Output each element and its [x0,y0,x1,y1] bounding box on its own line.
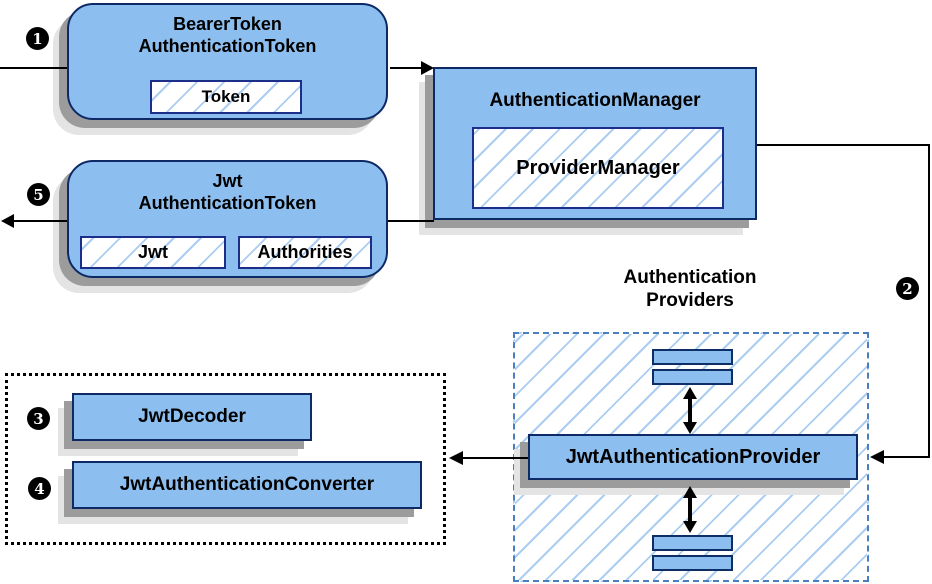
arrow-jwt-token-out [1,214,67,228]
jwt-authentication-converter-node: JwtAuthenticationConverter [72,461,422,509]
jwt-token-title-line1: Jwt [212,171,243,191]
jwt-authentication-token-node: Jwt AuthenticationToken Jwt Authorities [67,160,388,278]
jwt-token-title-line2: AuthenticationToken [138,193,317,213]
step-5-badge: 5 [27,183,50,206]
bearer-token-title-line2: AuthenticationToken [138,36,317,56]
providers-label: Authentication Providers [560,266,820,312]
authentication-manager-title: AuthenticationManager [489,90,701,111]
provider-stub-bar [652,369,733,385]
authentication-manager-node: AuthenticationManager ProviderManager [433,67,757,220]
authorities-field: Authorities [238,236,372,269]
provider-stub-bar [652,555,733,571]
token-field: Token [150,80,302,114]
jwt-authentication-provider-node: JwtAuthenticationProvider [528,434,858,480]
provider-manager-field: ProviderManager [472,127,724,209]
step-3-badge: 3 [27,407,50,430]
providers-label-line2: Providers [646,290,734,311]
bearer-token-title-line1: BearerToken [173,14,282,34]
jwt-field: Jwt [80,236,226,269]
providers-label-line1: Authentication [623,267,757,288]
step-2-badge: 2 [896,277,919,300]
bearer-token-authentication-token-node: BearerToken AuthenticationToken Token [67,3,388,120]
step-4-badge: 4 [28,477,51,500]
provider-stub-bar [652,535,733,551]
provider-stub-bar [652,349,733,365]
step-1-badge: 1 [26,27,49,50]
jwt-decoder-node: JwtDecoder [72,393,312,441]
arrow-bearer-to-manager [390,61,434,75]
